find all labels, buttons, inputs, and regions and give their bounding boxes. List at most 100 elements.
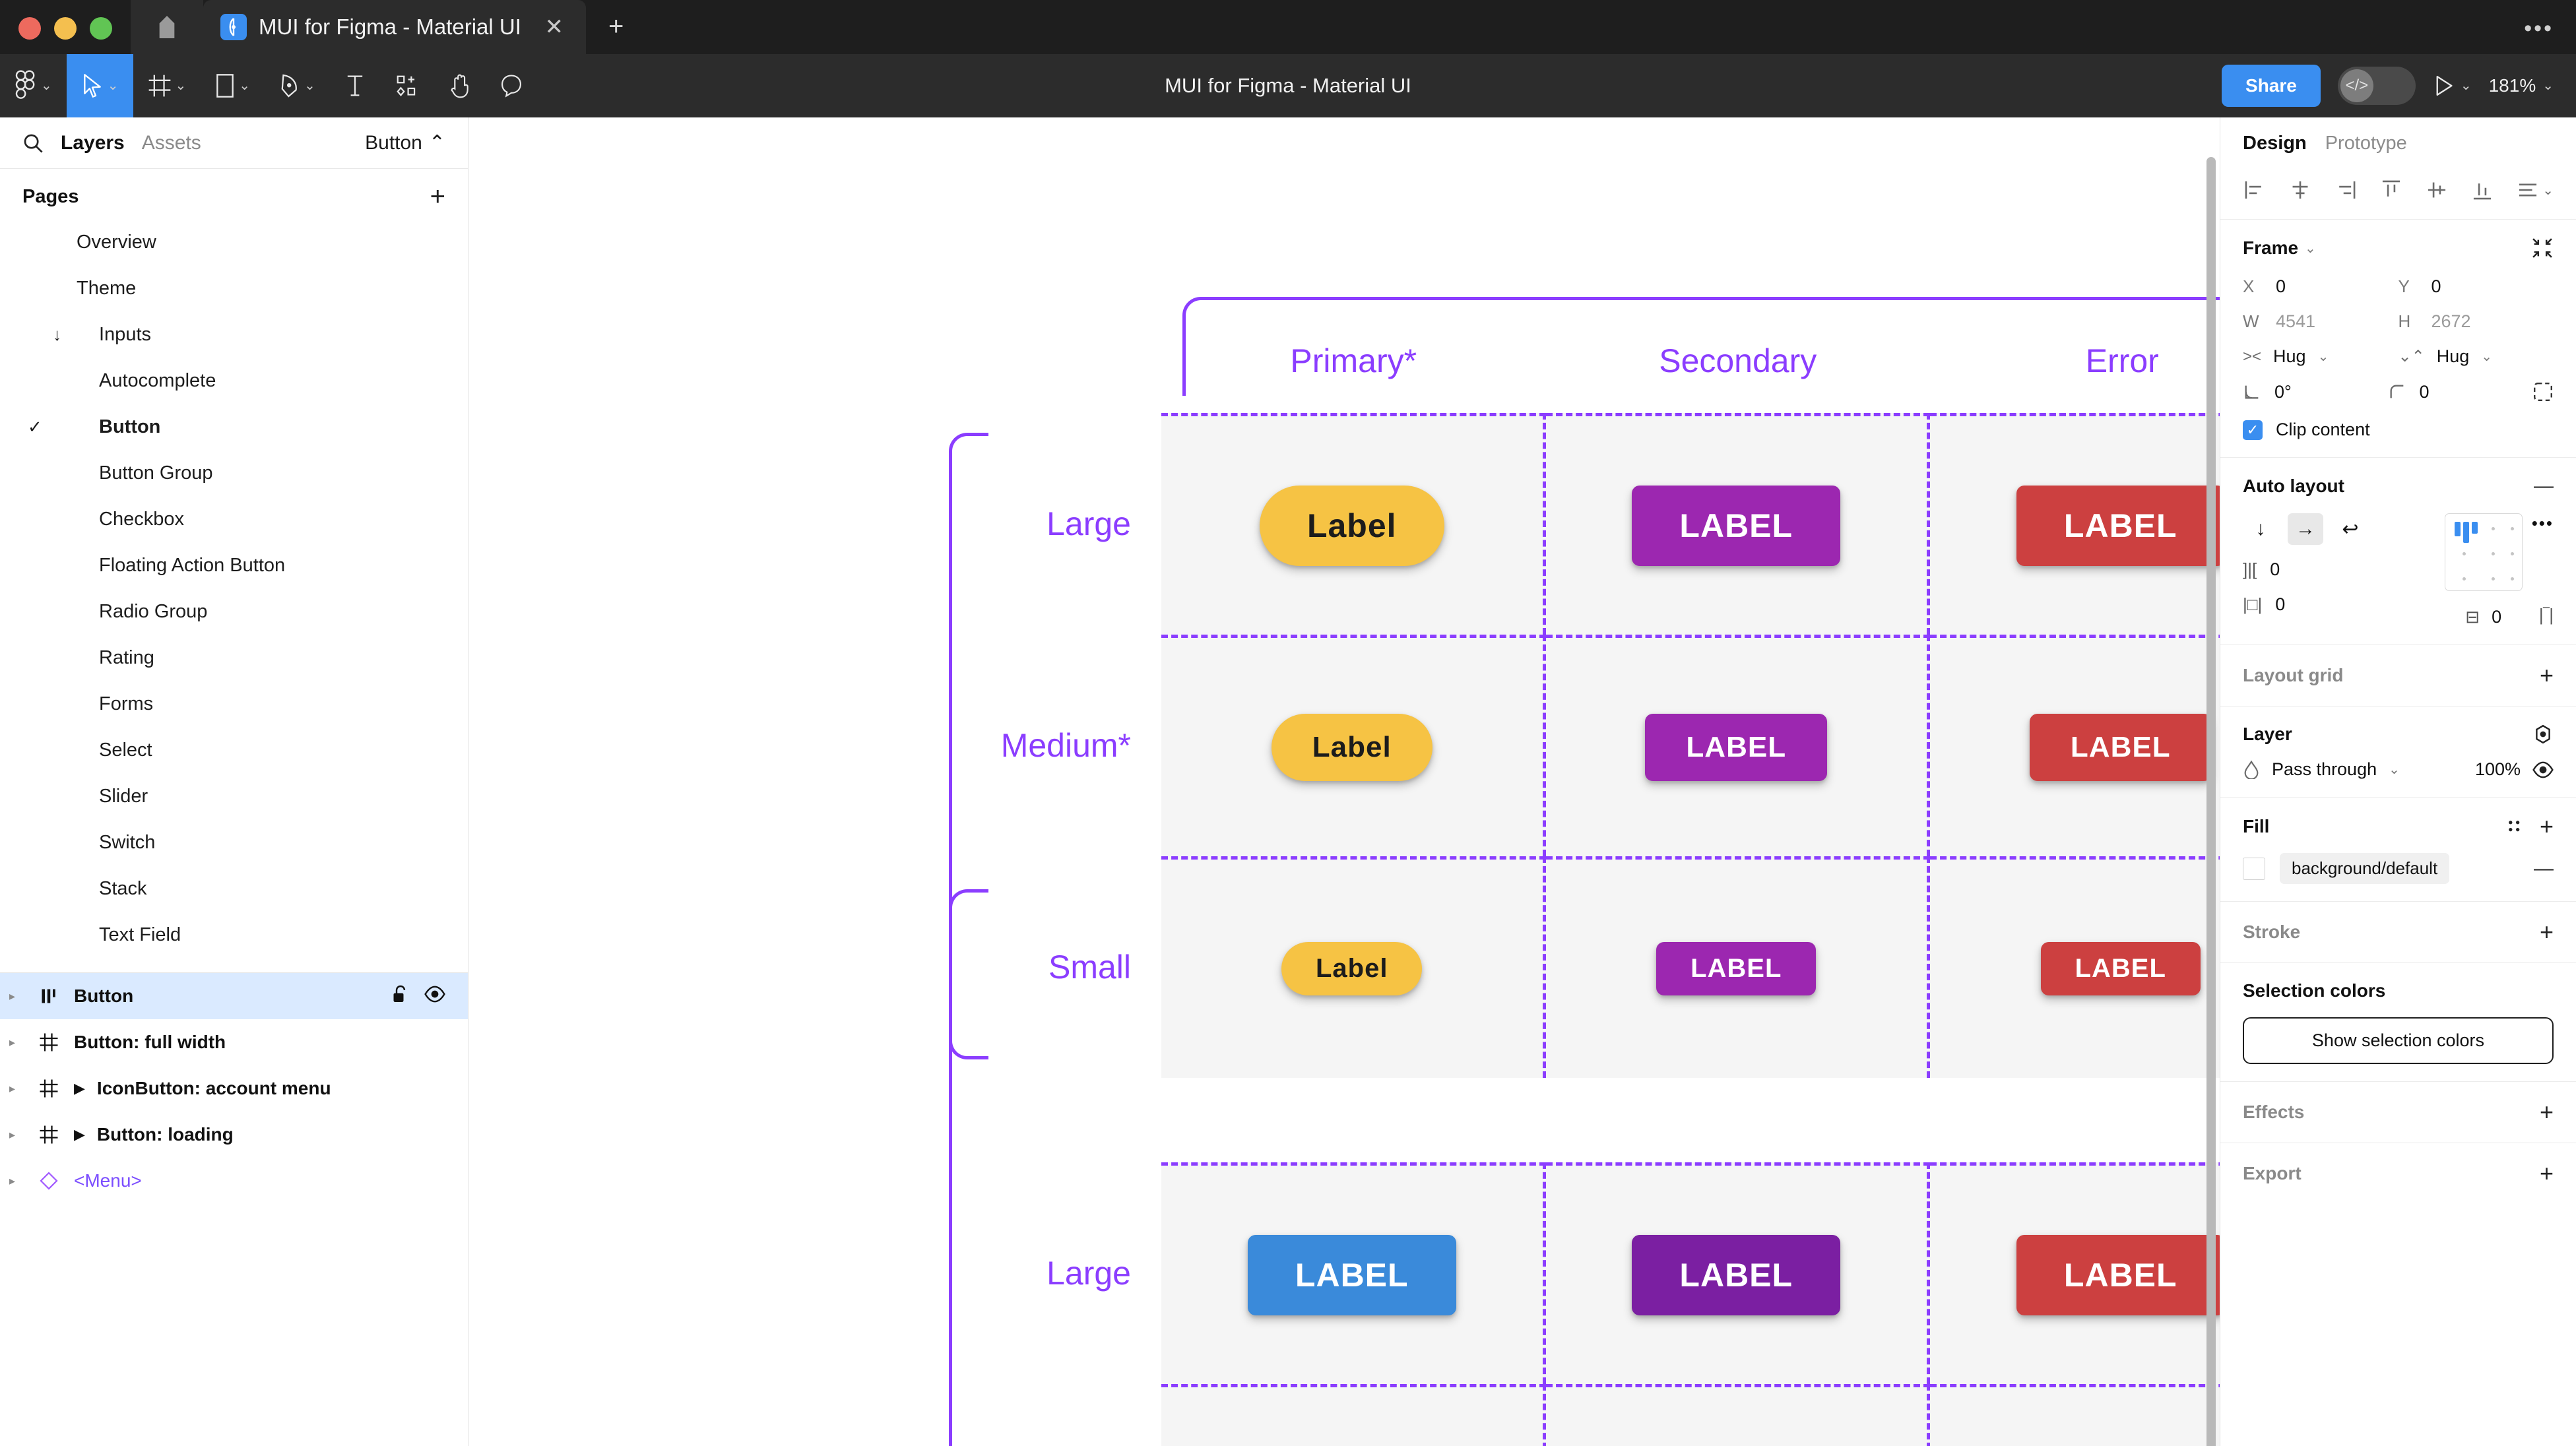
page-item-slider[interactable]: Slider [0, 773, 468, 819]
padding-vertical-value[interactable]: 0 [2492, 607, 2502, 627]
layer-row[interactable]: ▸▶Button: loading [0, 1112, 468, 1158]
close-window-button[interactable] [18, 17, 41, 40]
spacing-value[interactable]: 0 [2270, 559, 2280, 579]
individual-padding-icon[interactable]: |‾| [2538, 605, 2554, 625]
align-horizontal-center-icon[interactable] [2288, 178, 2312, 202]
material-button[interactable]: LABEL [1656, 942, 1817, 995]
minimize-window-button[interactable] [54, 17, 77, 40]
browser-tab-active[interactable]: MUI for Figma - Material UI ✕ [203, 0, 586, 54]
align-left-icon[interactable] [2243, 178, 2267, 202]
page-item-forms[interactable]: Forms [0, 681, 468, 727]
material-button[interactable]: LABEL [2016, 1234, 2220, 1315]
add-layout-grid-button[interactable]: + [2539, 662, 2554, 689]
tab-assets[interactable]: Assets [141, 131, 201, 154]
add-effect-button[interactable]: + [2539, 1098, 2554, 1125]
fill-styles-icon[interactable] [2505, 817, 2524, 836]
hug-vertical-value[interactable]: Hug [2436, 346, 2470, 366]
show-selection-colors-button[interactable]: Show selection colors [2243, 1017, 2554, 1064]
remove-auto-layout-button[interactable]: — [2534, 475, 2554, 497]
text-tool-button[interactable] [330, 54, 380, 117]
tab-design[interactable]: Design [2243, 132, 2307, 154]
expand-triangle-icon[interactable]: ▶ [74, 1080, 85, 1096]
independent-corners-icon[interactable] [2532, 381, 2554, 402]
align-right-icon[interactable] [2334, 178, 2358, 202]
distribute-menu[interactable]: ⌄ [2516, 178, 2554, 202]
collapse-icon[interactable] [2531, 237, 2554, 259]
pen-tool-button[interactable]: ⌄ [265, 54, 330, 117]
zoom-level-menu[interactable]: 181% ⌄ [2489, 75, 2554, 96]
page-item-stack[interactable]: Stack [0, 865, 468, 912]
padding-horizontal-value[interactable]: 0 [2275, 594, 2286, 614]
home-button[interactable] [131, 0, 203, 54]
browser-menu-button[interactable]: ••• [2524, 16, 2554, 41]
visibility-icon[interactable] [424, 986, 445, 1007]
hug-horizontal-value[interactable]: Hug [2273, 346, 2306, 366]
figma-menu-button[interactable]: ⌄ [0, 54, 67, 117]
chevron-down-icon[interactable]: ⌄ [2389, 763, 2400, 777]
auto-layout-more-button[interactable]: ••• [2531, 513, 2554, 533]
layer-row[interactable]: ▸▶IconButton: account menu [0, 1065, 468, 1112]
direction-vertical-button[interactable]: ↓ [2255, 518, 2266, 540]
direction-wrap-button[interactable]: ↩ [2342, 518, 2359, 540]
fill-color-swatch[interactable] [2243, 857, 2265, 880]
new-tab-button[interactable]: + [608, 12, 624, 41]
page-item-text-field[interactable]: Text Field [0, 912, 468, 958]
page-item-radio-group[interactable]: Radio Group [0, 588, 468, 635]
w-value[interactable]: 4541 [2276, 311, 2316, 331]
add-fill-button[interactable]: + [2539, 813, 2554, 840]
add-stroke-button[interactable]: + [2539, 918, 2554, 945]
tab-prototype[interactable]: Prototype [2325, 132, 2407, 154]
move-tool-button[interactable]: ⌄ [66, 53, 133, 117]
material-button[interactable]: LABEL [1632, 1234, 1841, 1315]
chevron-right-icon[interactable]: ▸ [9, 1174, 16, 1187]
layer-settings-icon[interactable] [2532, 724, 2554, 745]
material-button[interactable]: LABEL [2016, 485, 2220, 566]
page-item-autocomplete[interactable]: Autocomplete [0, 358, 468, 404]
align-bottom-icon[interactable] [2470, 178, 2494, 202]
chevron-right-icon[interactable]: ▸ [9, 989, 16, 1003]
layer-opacity-value[interactable]: 100% [2474, 759, 2521, 779]
material-button[interactable]: Label [1271, 713, 1433, 781]
layer-row[interactable]: ▸Button: full width [0, 1019, 468, 1065]
alignment-picker[interactable] [2444, 513, 2523, 591]
page-item-switch[interactable]: Switch [0, 819, 468, 865]
page-item-button-group[interactable]: Button Group [0, 450, 468, 496]
frame-tool-button[interactable]: ⌄ [133, 54, 201, 117]
chevron-right-icon[interactable]: ▸ [9, 1081, 16, 1095]
tab-layers[interactable]: Layers [61, 131, 125, 154]
page-item-button[interactable]: ✓Button [0, 404, 468, 450]
page-item-checkbox[interactable]: Checkbox [0, 496, 468, 542]
shape-tool-button[interactable]: ⌄ [201, 54, 265, 117]
visibility-icon[interactable] [2532, 761, 2554, 778]
page-item-rating[interactable]: Rating [0, 635, 468, 681]
components-tool-button[interactable] [380, 54, 434, 117]
close-tab-button[interactable]: ✕ [544, 15, 564, 40]
material-button[interactable]: LABEL [2040, 942, 2201, 995]
page-item-select[interactable]: Select [0, 727, 468, 773]
page-item-floating-action-button[interactable]: Floating Action Button [0, 542, 468, 588]
search-icon[interactable] [22, 133, 44, 154]
clip-content-checkbox[interactable]: ✓ [2243, 420, 2263, 440]
clip-content-row[interactable]: ✓ Clip content [2243, 420, 2554, 440]
material-button[interactable]: Label [1281, 942, 1423, 995]
fill-style-name[interactable]: background/default [2280, 853, 2450, 884]
material-button[interactable]: LABEL [1645, 713, 1828, 781]
canvas-scrollbar[interactable] [2206, 157, 2216, 1446]
add-export-button[interactable]: + [2539, 1160, 2554, 1187]
comment-tool-button[interactable] [486, 54, 537, 117]
material-button[interactable]: LABEL [1632, 485, 1841, 566]
h-value[interactable]: 2672 [2431, 311, 2471, 331]
corner-radius-value[interactable]: 0 [2419, 381, 2430, 402]
maximize-window-button[interactable] [90, 17, 112, 40]
blend-mode-value[interactable]: Pass through [2272, 759, 2377, 779]
chevron-down-icon[interactable]: ⌄ [2317, 350, 2329, 364]
layer-row[interactable]: ▸<Menu> [0, 1158, 468, 1204]
rotation-value[interactable]: 0° [2274, 381, 2292, 402]
present-button[interactable]: ⌄ [2433, 75, 2472, 97]
expand-triangle-icon[interactable]: ▶ [74, 1126, 85, 1143]
material-button[interactable]: LABEL [2029, 713, 2212, 781]
material-button[interactable]: LABEL [1247, 1234, 1456, 1315]
align-top-icon[interactable] [2379, 178, 2403, 202]
material-button[interactable]: Label [1259, 485, 1444, 566]
direction-horizontal-button[interactable]: → [2288, 513, 2323, 545]
